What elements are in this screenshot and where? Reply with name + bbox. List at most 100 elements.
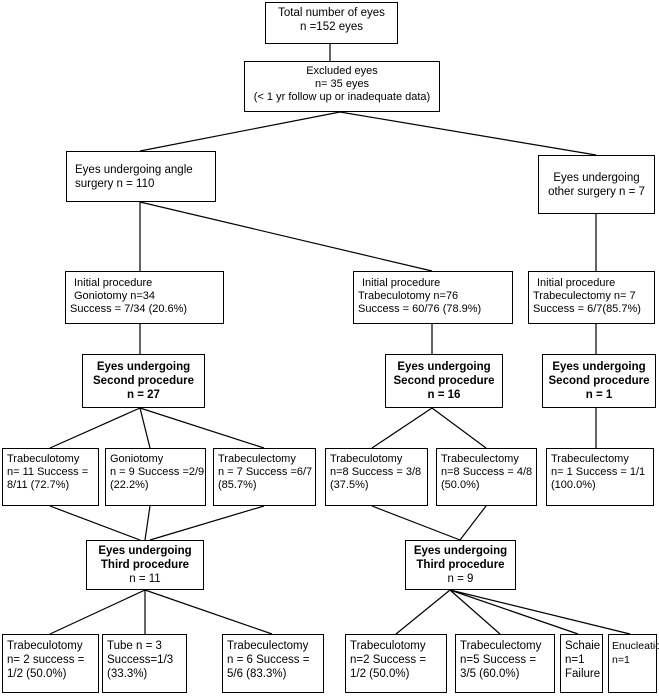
node-line: n=1 <box>565 654 585 666</box>
node-line: (< 1 yr follow up or inadequate data) <box>253 91 431 103</box>
connector-line <box>139 111 341 152</box>
node-line: (37.5%) <box>330 479 369 491</box>
node-line: (22.2%) <box>110 479 149 491</box>
node-line: (85.7%) <box>218 479 257 491</box>
node-line: Eyes undergoing <box>98 545 192 557</box>
node-second-goniotomy: Goniotomy n = 9 Success =2/9 (22.2%) <box>105 448 206 506</box>
node-line: Schaie <box>565 640 601 652</box>
node-line: Initial procedure <box>537 277 616 289</box>
connector-line <box>431 407 487 449</box>
node-second-procedure-trabeculotomy: Eyes undergoing Second procedure n = 16 <box>385 354 503 408</box>
node-line: Trabeculectomy <box>551 453 629 465</box>
node-line: Goniotomy <box>110 453 164 465</box>
node-line: Initial procedure <box>362 277 441 289</box>
node-third-schaie: Schaie n=1 Failure <box>560 634 603 693</box>
connector-line <box>459 505 487 541</box>
node-line: n=5 Success = <box>460 654 537 666</box>
node-line: n= 35 eyes <box>314 78 370 90</box>
connector-line <box>395 589 451 635</box>
connector-line <box>339 111 597 156</box>
node-line: Tube n = 3 <box>107 640 162 652</box>
connector-line <box>144 589 273 635</box>
node-excluded-eyes: Excluded eyes n= 35 eyes (< 1 yr follow … <box>244 61 440 112</box>
connector-line <box>49 505 141 541</box>
node-line: 8/11 (72.7%) <box>7 479 70 491</box>
node-line: n=2 Success = <box>350 654 427 666</box>
node-line: Second procedure <box>548 375 650 387</box>
node-initial-goniotomy: Initial procedure Goniotomy n=34 Success… <box>65 271 224 324</box>
node-line: Trabeculectomy <box>441 453 519 465</box>
node-second-procedure-angle-gonio: Eyes undergoing Second procedure n = 27 <box>82 354 205 408</box>
node-line: Trabeculotomy <box>7 640 83 652</box>
connector-line <box>371 407 433 449</box>
connector-line <box>49 589 146 635</box>
node-line: Excluded eyes <box>306 65 378 77</box>
node-other-surgery: Eyes undergoing other surgery n = 7 <box>538 155 655 214</box>
node-line: n = 1 <box>585 389 613 401</box>
connector-line <box>149 505 265 541</box>
node-third-trabeculectomy: Trabeculectomy n = 6 Success = 5/6 (83.3… <box>222 634 324 693</box>
node-second-trabeculotomy-b: Trabeculotomy n=8 Success = 3/8 (37.5%) <box>325 448 428 506</box>
node-line: n= 1 Success = 1/1 <box>551 466 646 478</box>
node-line: Failure <box>565 668 601 680</box>
node-second-trabeculectomy-c: Trabeculectomy n= 1 Success = 1/1 (100.0… <box>546 448 654 506</box>
node-line: n = 16 <box>427 389 461 401</box>
node-line: Initial procedure <box>74 277 153 289</box>
node-line: Eyes undergoing <box>96 361 191 373</box>
node-line: n= 11 Success = <box>7 466 89 478</box>
node-line: Eyes undergoing <box>553 171 640 184</box>
connector-line <box>449 589 501 635</box>
node-line: Trabeculectomy n= 7 <box>533 290 636 302</box>
node-second-trabeculectomy: Trabeculectomy n = 7 Success =6/7 (85.7%… <box>213 448 316 506</box>
node-line: Third procedure <box>100 559 190 571</box>
node-line: Trabeculotomy <box>350 640 426 652</box>
node-line: Eyes undergoing <box>413 545 508 557</box>
node-line: Trabeculectomy <box>218 453 296 465</box>
connector-line <box>371 505 461 541</box>
node-line: 3/5 (60.0%) <box>460 668 520 680</box>
node-line: (50.0%) <box>441 479 480 491</box>
node-line: n=1 <box>612 654 630 666</box>
node-line: other surgery n = 7 <box>548 185 645 198</box>
node-line: n=8 Success = 4/8 <box>441 466 533 478</box>
node-angle-surgery: Eyes undergoing angle surgery n = 110 <box>66 151 216 202</box>
node-third-trabeculectomy-b: Trabeculectomy n=5 Success = 3/5 (60.0%) <box>455 634 555 693</box>
node-second-trabeculotomy: Trabeculotomy n= 11 Success = 8/11 (72.7… <box>2 448 99 506</box>
node-line: Trabeculectomy <box>460 640 542 652</box>
node-line: Second procedure <box>393 375 495 387</box>
node-line: Third procedure <box>416 559 505 571</box>
node-initial-trabeculotomy: Initial procedure Trabeculotomy n=76 Suc… <box>353 271 513 324</box>
node-second-trabeculectomy-b: Trabeculectomy n=8 Success = 4/8 (50.0%) <box>436 448 537 506</box>
node-line: Trabeculotomy <box>330 453 403 465</box>
node-line: n = 7 Success =6/7 <box>218 466 313 478</box>
node-third-tube: Tube n = 3 Success=1/3 (33.3%) <box>102 634 187 693</box>
node-line: n =152 eyes <box>300 21 363 33</box>
connector-line <box>449 589 579 635</box>
node-line: n=8 Success = 3/8 <box>330 466 422 478</box>
node-line: 5/6 (83.3%) <box>227 668 287 680</box>
node-line: Trabeculotomy <box>7 453 80 465</box>
node-line: 1/2 (50.0%) <box>350 668 410 680</box>
node-line: Second procedure <box>93 375 194 387</box>
node-second-procedure-trabeculectomy: Eyes undergoing Second procedure n = 1 <box>542 354 656 408</box>
node-third-procedure-b: Eyes undergoing Third procedure n = 9 <box>405 540 516 590</box>
connector-line <box>139 407 151 449</box>
node-line: Eyes undergoing <box>552 361 646 373</box>
node-line: n = 27 <box>127 389 160 401</box>
node-line: Trabeculotomy n=76 <box>358 290 459 302</box>
node-line: Success = 6/7(85.7%) <box>533 303 641 315</box>
node-line: 1/2 (50.0%) <box>7 668 67 680</box>
node-initial-trabeculectomy: Initial procedure Trabeculectomy n= 7 Su… <box>528 271 655 324</box>
node-total-eyes: Total number of eyes n =152 eyes <box>265 2 398 44</box>
node-line: Success = 60/76 (78.9%) <box>358 303 482 315</box>
node-line: Eyes undergoing angle <box>75 163 193 176</box>
node-third-trabeculotomy: Trabeculotomy n= 2 success = 1/2 (50.0%) <box>2 634 99 693</box>
node-line: (33.3%) <box>107 668 148 680</box>
node-line: Success=1/3 <box>107 654 174 666</box>
connector-line <box>144 505 151 541</box>
node-third-procedure-a: Eyes undergoing Third procedure n = 11 <box>86 540 204 590</box>
